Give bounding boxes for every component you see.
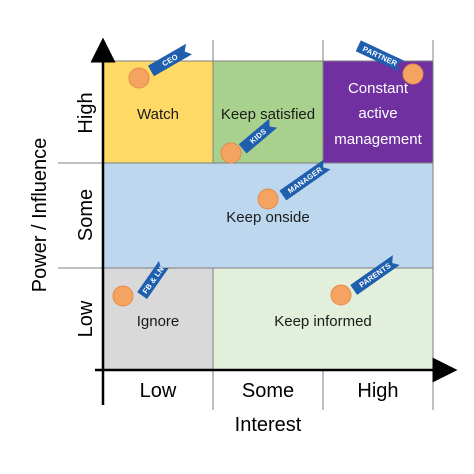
x-tick-low: Low: [140, 380, 177, 402]
cell-keep-onside: [102, 162, 434, 269]
y-tick-high: High: [75, 92, 97, 133]
y-tick-low: Low: [75, 300, 97, 337]
cell-ignore: [102, 267, 214, 371]
cell-label-keep-informed: Keep informed: [274, 313, 372, 330]
stakeholder-dot-ceo: [128, 67, 150, 89]
cell-label-constant-line-2: active: [358, 105, 397, 122]
cell-label-constant-line-1: Constant: [348, 80, 409, 97]
cell-label-keep-onside: Keep onside: [226, 209, 309, 226]
y-axis-title: Power / Influence: [29, 138, 51, 293]
stakeholder-dot-parents: [330, 284, 352, 306]
cell-keep-informed: [212, 267, 434, 371]
cell-label-watch: Watch: [137, 106, 179, 123]
x-tick-some: Some: [242, 380, 294, 402]
stakeholder-dot-fb-ln: [112, 285, 134, 307]
stakeholder-dot-kids: [220, 142, 242, 164]
stakeholder-dots: [112, 63, 424, 307]
cell-label-ignore: Ignore: [137, 313, 180, 330]
y-tick-some: Some: [75, 189, 97, 241]
cell-label-constant-line-3: management: [334, 131, 422, 148]
stakeholder-dot-manager: [257, 188, 279, 210]
cell-label-keep-satisfied: Keep satisfied: [221, 106, 315, 123]
x-tick-high: High: [357, 380, 398, 402]
stakeholder-dot-partner: [402, 63, 424, 85]
x-axis-title: Interest: [235, 414, 302, 436]
